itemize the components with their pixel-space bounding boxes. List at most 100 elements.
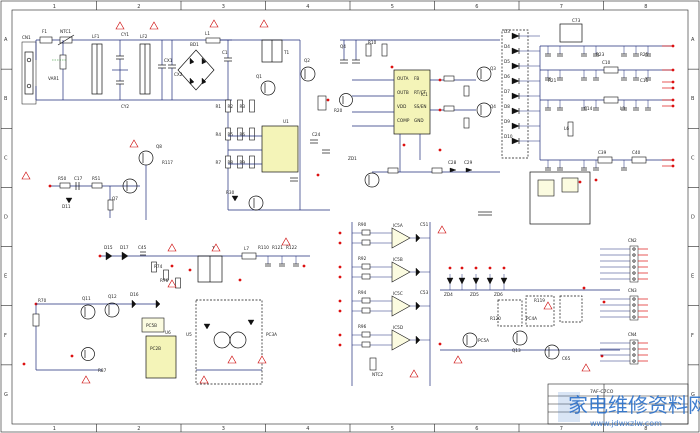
protection-zener (486, 277, 494, 285)
pc4a-group (497, 299, 523, 327)
u1-controller (261, 125, 299, 173)
row-marker-left: G (4, 392, 8, 398)
ic1-pin-label: SS/EN (414, 104, 427, 109)
comparator-resistor (361, 239, 371, 246)
zd1-zener (231, 195, 239, 202)
d11-label: D11 (62, 204, 71, 209)
r25-label: R25 (640, 52, 649, 57)
pfc-resistor (225, 155, 231, 169)
q6-transistor (364, 172, 380, 188)
q5-label: Q4 (490, 104, 496, 109)
output-end-dot (671, 80, 675, 84)
pc3a-label: U5 (186, 332, 192, 337)
watermark-logo-text: 家电维修资料网 (568, 393, 700, 417)
ntc1-label: NTC1 (60, 29, 71, 34)
output-diode (511, 62, 520, 70)
connector-pin (632, 309, 636, 313)
l1-label: L1 (205, 31, 210, 36)
pfc-resistor (237, 155, 243, 169)
q8-transistor (138, 150, 154, 166)
pfc-resistor (249, 155, 255, 169)
ic5-comparator (391, 261, 411, 283)
output-diode (511, 92, 520, 100)
comparator-resistor (361, 331, 371, 338)
cn1-body (24, 51, 34, 95)
connector-pin (632, 347, 636, 351)
row-marker-right: E (691, 274, 694, 280)
d17-label: D17 (120, 245, 129, 250)
zener-top-dot (488, 266, 492, 270)
q14-label: Q13 (512, 348, 521, 353)
comparator-diode (415, 233, 421, 243)
comparator-input-dot (338, 299, 342, 303)
ic1-controller (393, 69, 431, 135)
r110-label: R110 (258, 245, 269, 250)
pc5b-label: PC5B (146, 323, 157, 328)
q11-transistor (80, 304, 96, 320)
pc5a-label: PC4A (526, 316, 537, 321)
connector-pin (632, 359, 636, 363)
c1-label: C1 (222, 50, 228, 55)
d21-label: C51 (420, 222, 429, 227)
u5-label: R87 (98, 368, 107, 373)
column-marker-top: 8 (644, 4, 647, 10)
output-diode-label: D5 (504, 59, 510, 64)
row-marker-right: F (691, 333, 694, 339)
output-diode (511, 32, 520, 40)
pfc-resistor-label: R2 (228, 104, 234, 109)
comparator-input-dot (338, 333, 342, 337)
l5-label: C39 (598, 150, 607, 155)
pfc-resistor-label: R7 (216, 160, 222, 165)
ic1-pin-label: RT/CT (414, 90, 426, 95)
aux-resistor (163, 269, 169, 281)
column-marker-top: 7 (560, 4, 563, 10)
watermark: 家电维修资料网 www.jdwxzlw.com (558, 392, 700, 428)
output-end-dot (671, 68, 675, 72)
q5-transistor (476, 102, 492, 118)
comparator-resistor (361, 297, 371, 304)
comparator-input-dot (338, 343, 342, 347)
bd1-label: BD1 (190, 42, 199, 47)
comparator-label: IC5D (393, 325, 403, 330)
output-diode-label: D3 (504, 29, 510, 34)
zd4-label: ZD4 (444, 292, 453, 297)
connector-pin (632, 271, 636, 275)
comparator-diode (415, 301, 421, 311)
connector-pin (632, 353, 636, 357)
r26-label: C10 (602, 60, 611, 65)
zd6-label: ZD6 (494, 292, 503, 297)
r50-standby-label: R50 (58, 176, 67, 181)
r122-label: R122 (286, 245, 297, 250)
pc4a-alt-label: R119 (534, 298, 545, 303)
protection-zener (472, 277, 480, 285)
pfc-resistor-label: R4 (216, 132, 222, 137)
u6-label: U6 (165, 330, 171, 335)
cx1-label: CX1 (164, 58, 173, 63)
lf2-label: LF2 (140, 34, 148, 39)
ic5-comparator (391, 329, 411, 351)
cy2-label: CY2 (121, 104, 129, 109)
pc5a-group (525, 295, 555, 327)
r117-label: R117 (162, 160, 173, 165)
power-mosfet (248, 195, 264, 211)
l6-label: C40 (632, 150, 641, 155)
l4-label: L6 (564, 126, 569, 131)
column-marker-bottom: 2 (137, 426, 140, 432)
aux-low-section: R70 Q11 Q12 D16 PC2B U6 PC5B R87 U5 PC3A (22, 292, 277, 385)
q4-label: Q3 (490, 66, 496, 71)
column-marker-bottom: 3 (222, 426, 225, 432)
ic1-label: IC1 (421, 92, 428, 97)
output-diode (511, 122, 520, 130)
q12-transistor (104, 302, 120, 318)
q3-transistor (339, 93, 353, 107)
pfc-resistor-label: R9 (240, 160, 246, 165)
zd5-label: ZD5 (470, 292, 479, 297)
pc1a-label: PC3A (266, 332, 277, 337)
